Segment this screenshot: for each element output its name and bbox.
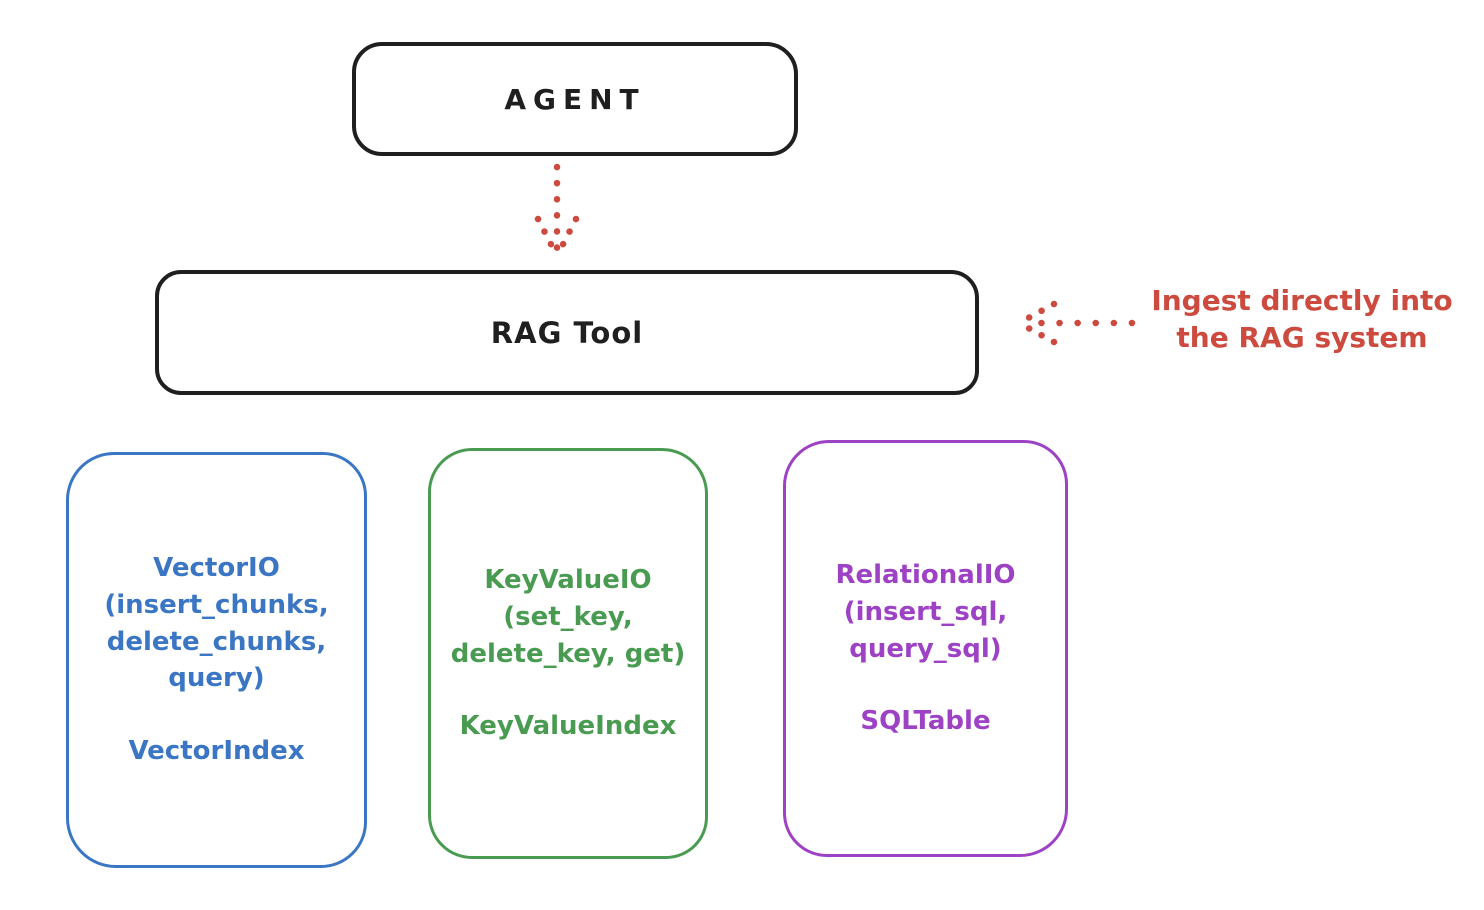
vector-index-label: VectorIndex [128,736,305,767]
keyvalue-io-label: KeyValueIO (set_key, delete_key, get) [450,564,686,669]
rag-tool-label: RAG Tool [490,315,644,350]
relational-io-label: RelationalIO (insert_sql, query_sql) [835,559,1016,664]
dotted-left-arrow-icon [1017,300,1136,346]
agent-box: AGENT [352,42,798,156]
sql-table-label: SQLTable [860,706,991,737]
ingest-annotation: Ingest directly into the RAG system [1151,284,1453,355]
rag-tool-box: RAG Tool [155,270,979,395]
relational-io-box: RelationalIO (insert_sql, query_sql) SQL… [783,440,1068,857]
keyvalue-io-box: KeyValueIO (set_key, delete_key, get) Ke… [428,448,708,859]
keyvalue-index-label: KeyValueIndex [459,711,677,742]
agent-label: AGENT [504,82,646,116]
dotted-down-arrow-icon [534,163,580,260]
vector-io-label: VectorIO (insert_chunks, delete_chunks, … [104,552,329,694]
vector-io-box: VectorIO (insert_chunks, delete_chunks, … [66,452,367,868]
